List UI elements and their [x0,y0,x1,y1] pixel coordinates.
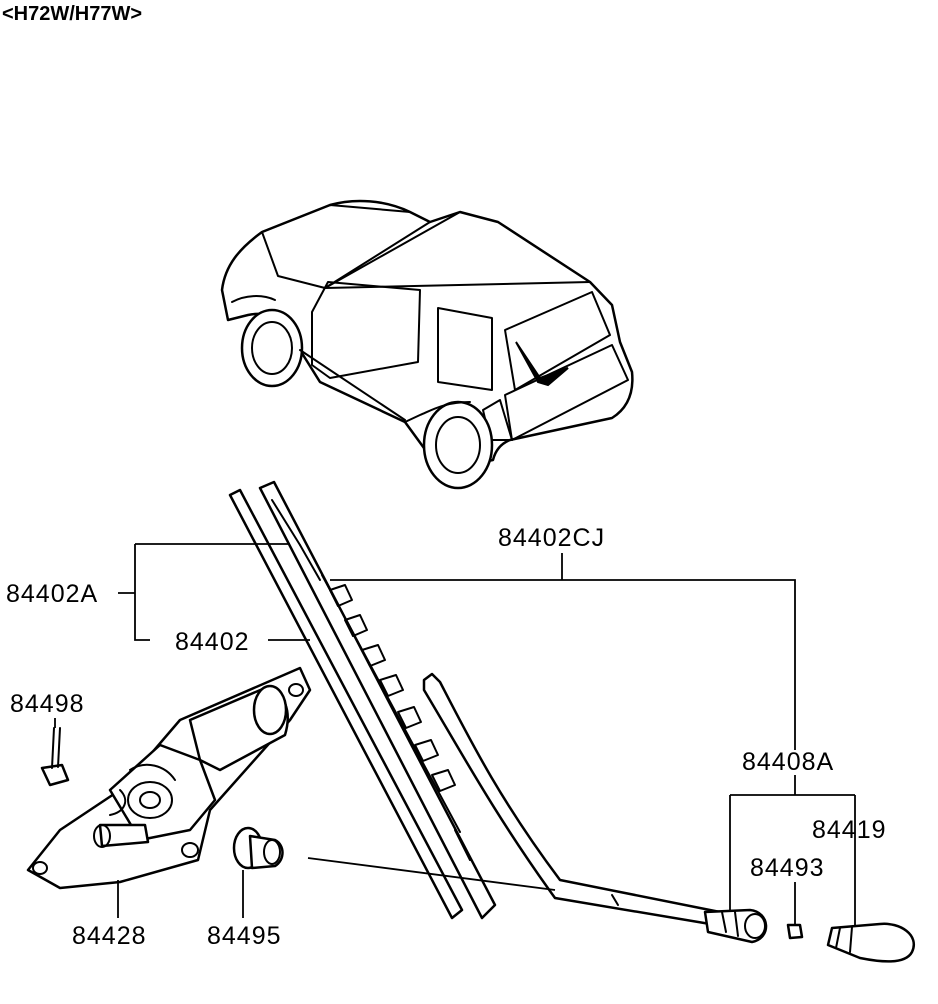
label-84495: 84495 [207,922,282,950]
label-84408A: 84408A [742,748,834,776]
wiper-arm [422,672,768,944]
label-84402A: 84402A [6,580,98,608]
bolt-84498 [40,727,70,787]
leader-lines [54,543,856,925]
label-84402CJ: 84402CJ [498,524,605,552]
label-84493: 84493 [750,854,825,882]
label-84419: 84419 [812,816,887,844]
label-84428: 84428 [72,922,147,950]
wiper-motor [26,666,312,890]
grommet-84495 [232,826,284,870]
label-84498: 84498 [10,690,85,718]
nut-84493 [786,923,804,940]
wiper-blade-assembly [228,480,497,920]
vehicle-illustration [220,199,634,490]
diagram-title: <H72W/H77W> [2,3,142,25]
wiper-cap [826,922,915,963]
label-84402: 84402 [175,628,250,656]
